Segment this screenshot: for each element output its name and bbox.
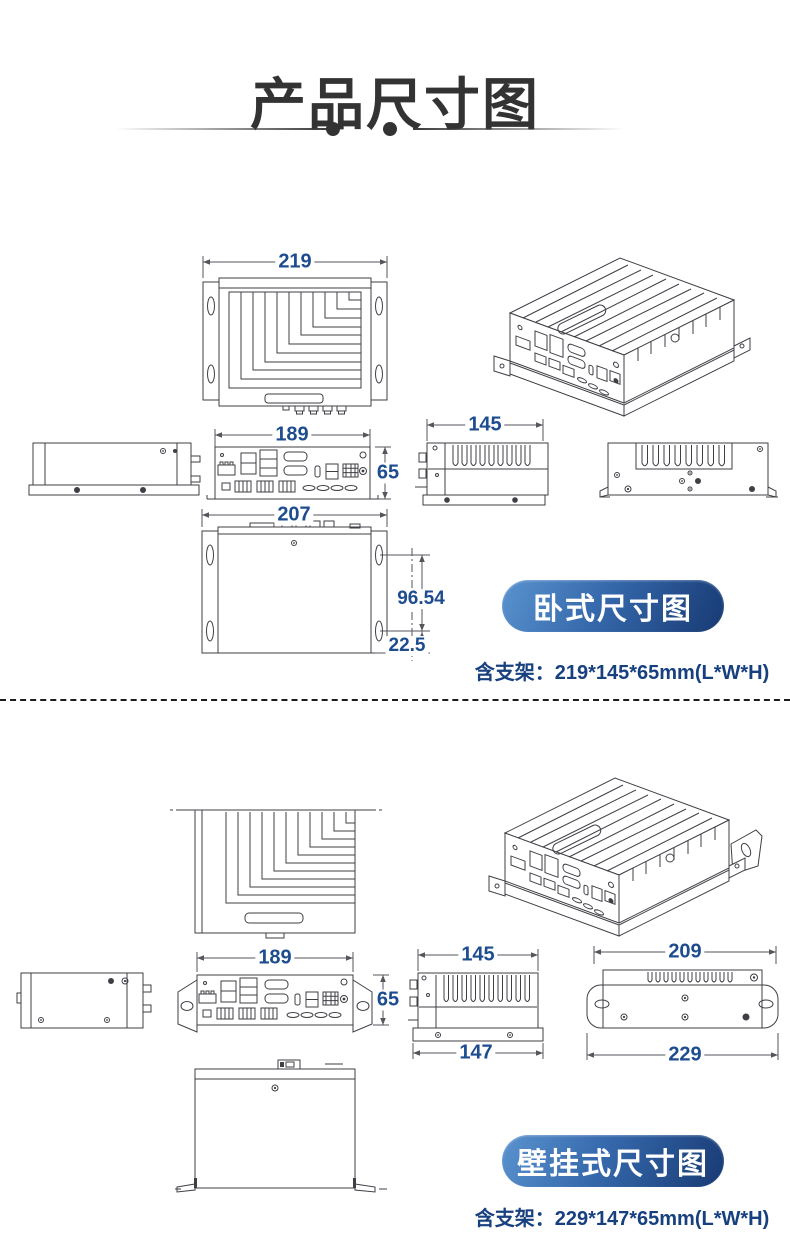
wall-front-view-drawing (177, 952, 389, 1033)
section-divider (0, 699, 790, 701)
dim-horizontal-top-width: 219 (275, 251, 315, 273)
divider-line-left (115, 128, 327, 130)
title-divider (115, 121, 625, 137)
dim-horizontal-bottom-width: 207 (274, 504, 314, 526)
horizontal-caption-label: 含支架： (474, 662, 555, 684)
wall-left-view-drawing (16, 972, 152, 1029)
dim-wall-bracket-width: 229 (665, 1044, 705, 1066)
dim-horizontal-depth: 145 (465, 414, 505, 436)
dim-wall-depth: 145 (458, 944, 498, 966)
wall-caption-label: 含支架： (474, 1208, 555, 1230)
horizontal-caption: 含支架：219*145*65mm(L*W*H) (422, 656, 790, 685)
horizontal-caption-value: 219*145*65mm(L*W*H) (554, 662, 770, 684)
dim-wall-bracket-depth: 147 (456, 1042, 496, 1064)
wall-side-view-drawing (408, 949, 544, 1059)
dim-horizontal-mount-hole-span: 96.54 (394, 589, 448, 609)
wall-mount-badge: 壁挂式尺寸图 (502, 1135, 724, 1187)
dim-wall-mount-hole-span: 209 (665, 941, 705, 963)
divider-dot-right (383, 122, 397, 136)
horizontal-3d-view-drawing (493, 257, 751, 417)
horizontal-mount-badge: 卧式尺寸图 (502, 580, 724, 632)
dim-wall-front-width: 189 (255, 947, 295, 969)
wall-caption: 含支架：229*147*65mm(L*W*H) (422, 1202, 790, 1231)
dim-wall-height: 65 (373, 989, 403, 1011)
dim-horizontal-mount-hole-offset: 22.5 (385, 636, 429, 656)
divider-dot-left (326, 122, 340, 136)
horizontal-front-view-drawing (206, 429, 391, 500)
horizontal-side-view-drawing (415, 419, 549, 506)
wall-top-view-drawing (170, 809, 382, 939)
horizontal-top-view-drawing (202, 256, 388, 415)
dim-horizontal-front-width: 189 (272, 424, 312, 446)
wall-3d-view-drawing (488, 777, 763, 937)
horizontal-left-view-drawing (28, 442, 201, 496)
horizontal-rear-view-drawing (599, 442, 778, 498)
horizontal-bottom-view-drawing (201, 509, 430, 661)
wall-rear-view-drawing (586, 946, 779, 1060)
wall-caption-value: 229*147*65mm(L*W*H) (554, 1208, 770, 1230)
divider-line-right (413, 128, 625, 130)
dim-horizontal-height: 65 (373, 462, 403, 484)
wall-bottom-view-drawing (175, 1059, 387, 1193)
